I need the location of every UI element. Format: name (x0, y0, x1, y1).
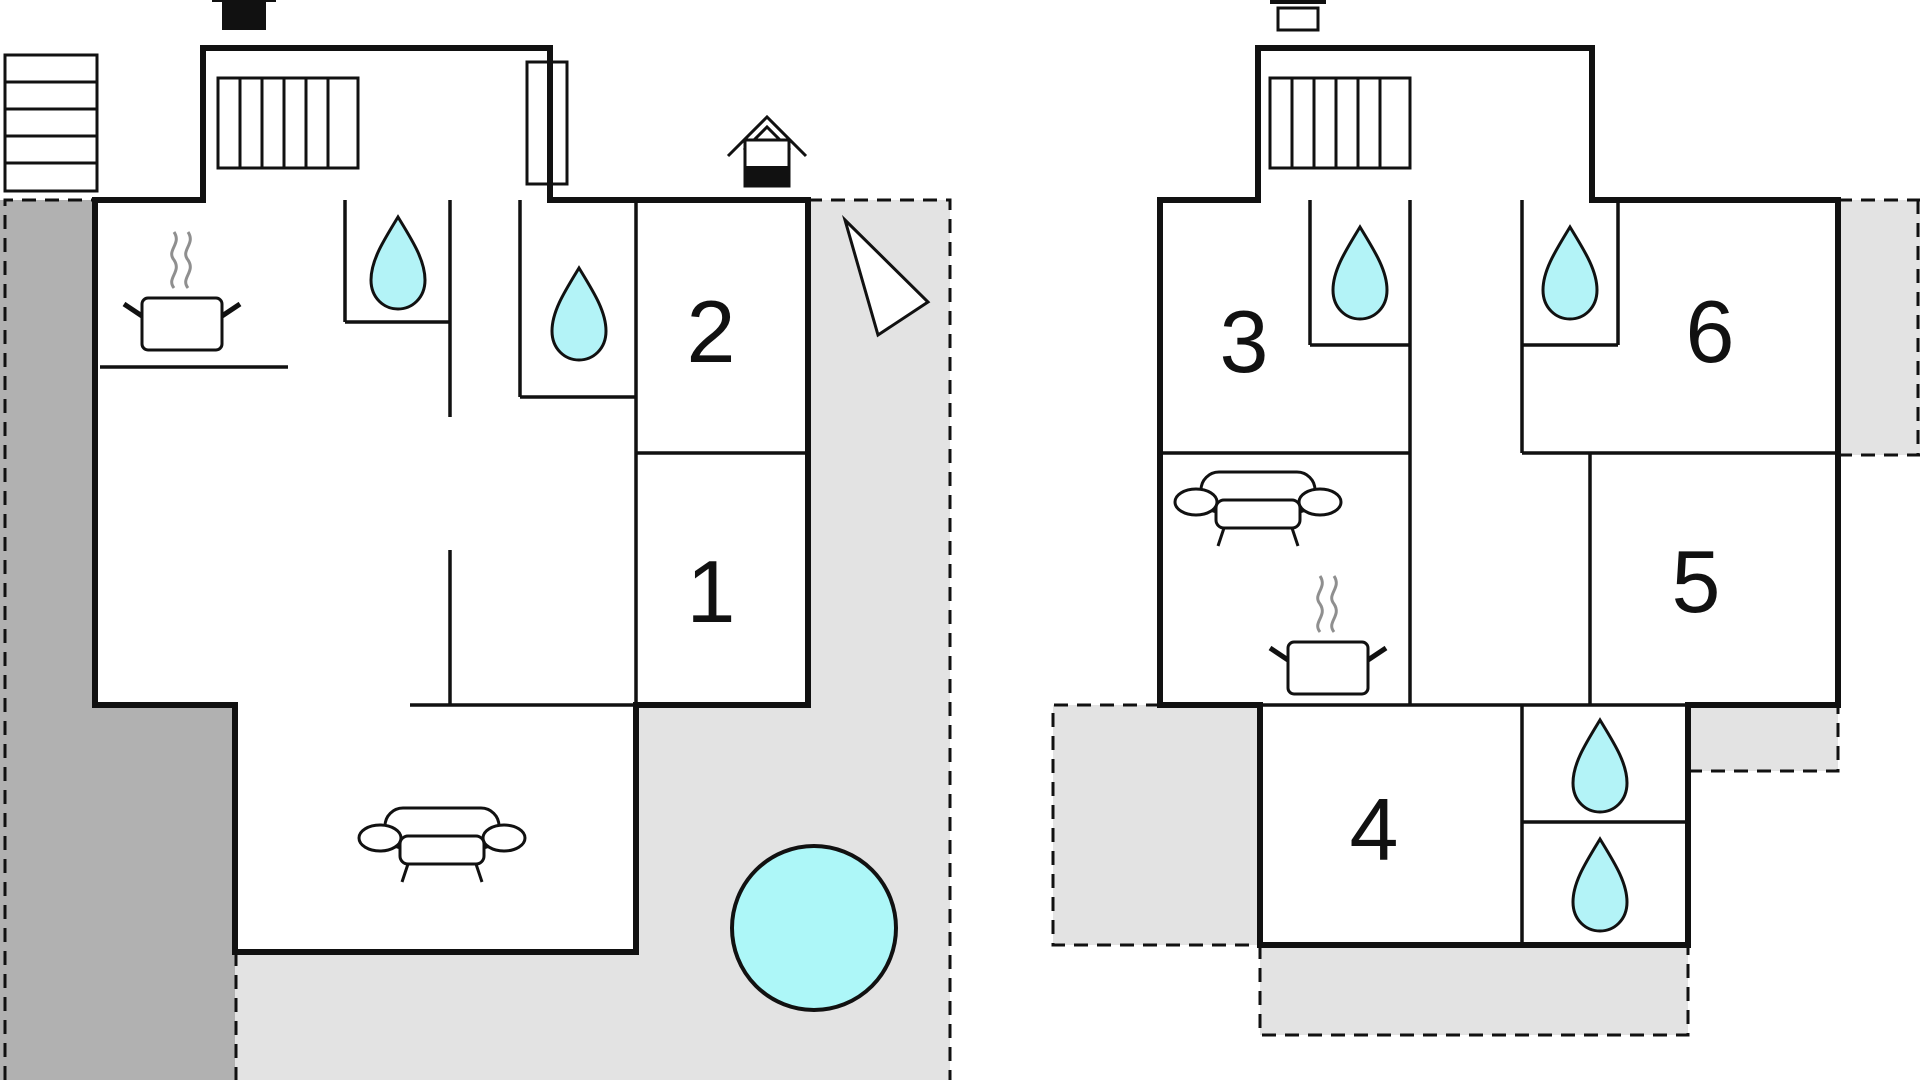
grill-icon (212, 0, 276, 30)
room-label-1: 1 (687, 542, 736, 641)
room-label-6: 6 (1686, 282, 1735, 381)
radiator-icon (216, 76, 360, 170)
north-arrow-icon (841, 214, 931, 338)
balcony-boundary (1258, 945, 1690, 1037)
plot-boundary (808, 198, 952, 1080)
balcony-south (1260, 945, 1688, 1035)
upper-floor: 3 6 5 4 (1051, 0, 1920, 1037)
storage-cabinet (525, 60, 569, 186)
balcony-boundary (1051, 703, 1260, 947)
outer-walls (92, 45, 811, 955)
balcony-boundary (1688, 705, 1840, 773)
plot-boundary (3, 198, 95, 1080)
room-label-3: 3 (1220, 292, 1269, 391)
room-label-4: 4 (1350, 780, 1399, 879)
balcony-southeast (1688, 705, 1838, 771)
outdoor-steps-icon (3, 53, 99, 193)
house-interior (95, 48, 808, 952)
radiator-icon (1268, 76, 1412, 170)
grill-icon (1270, 0, 1326, 32)
ground-floor: 2 1 (0, 0, 952, 1080)
balcony-west (1053, 705, 1260, 945)
pool-icon (730, 844, 898, 1012)
house-interior (1160, 48, 1838, 945)
lawn (0, 200, 235, 1080)
room-label-5: 5 (1672, 532, 1721, 631)
balcony-east (1838, 200, 1920, 455)
room-label-2: 2 (687, 282, 736, 381)
well-icon (726, 114, 808, 188)
